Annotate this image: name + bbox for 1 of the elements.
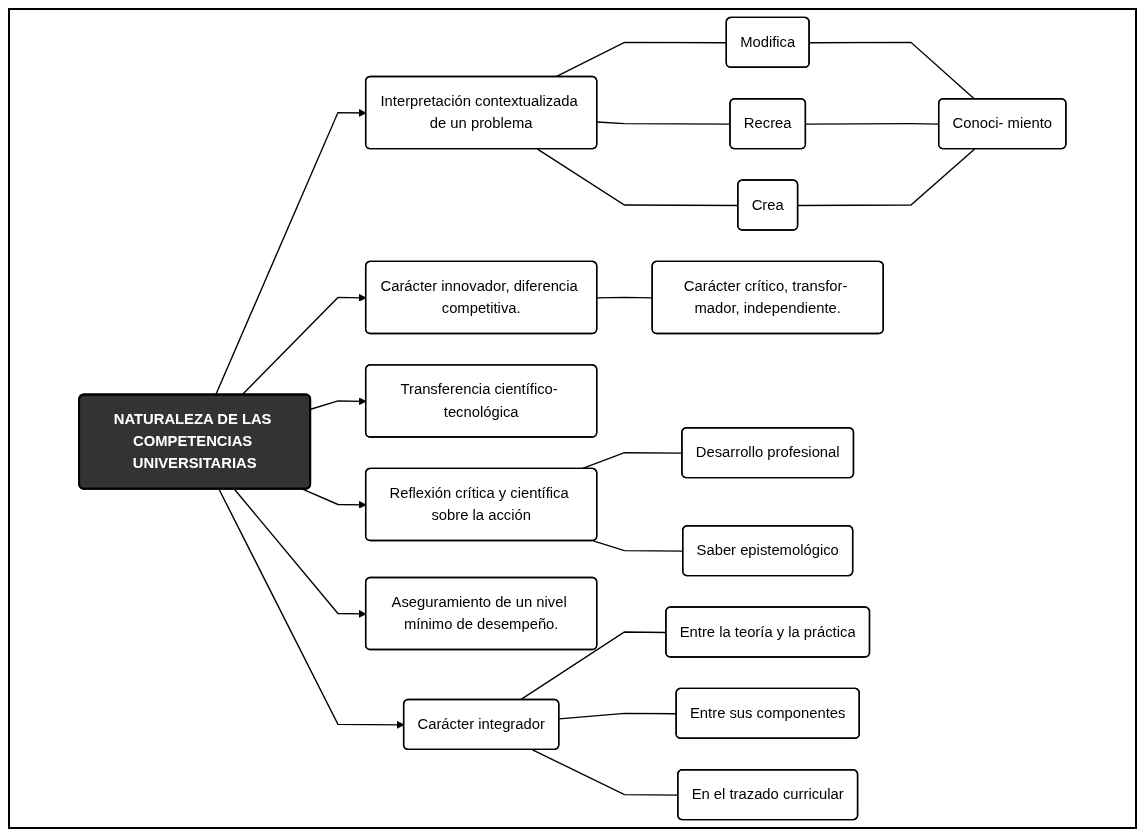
- connector: [797, 148, 976, 207]
